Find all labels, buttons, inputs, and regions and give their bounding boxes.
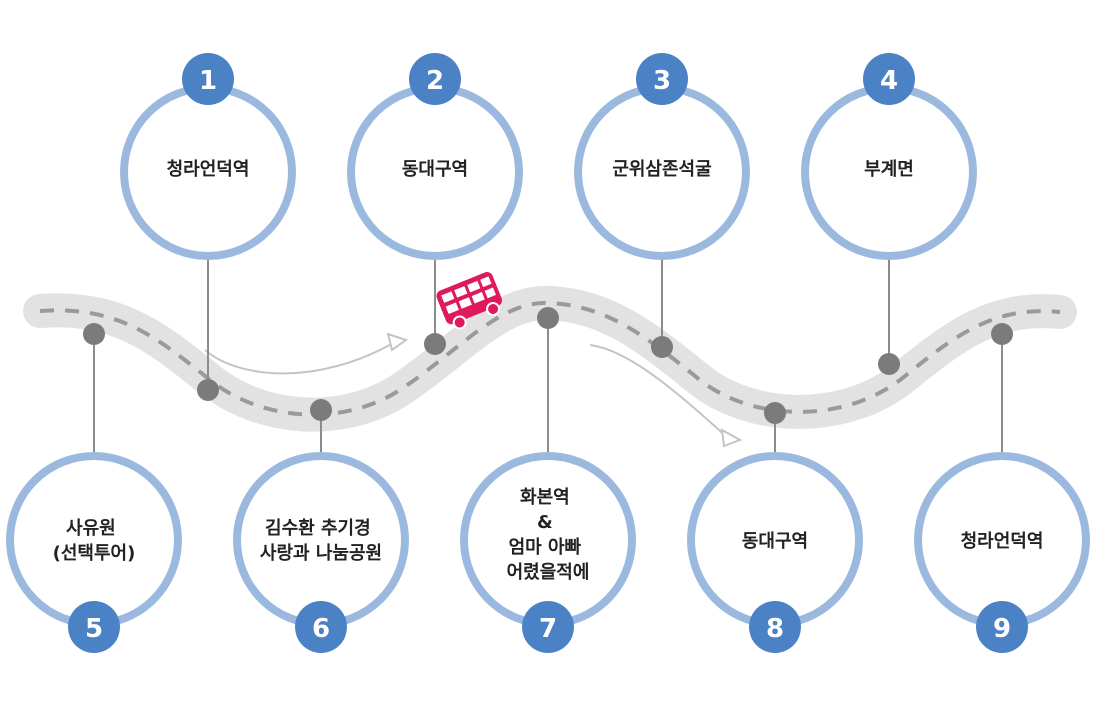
stop-8: 동대구역 8	[687, 452, 863, 653]
bus-icon	[436, 272, 502, 330]
arrow-icon	[589, 344, 729, 439]
step-number: 8	[766, 614, 784, 644]
stop-label-line: 사랑과 나눔공원	[260, 543, 382, 564]
road-marker	[197, 379, 219, 401]
road-marker	[764, 402, 786, 424]
stop-label-line: (선택투어)	[53, 543, 136, 564]
step-badge	[636, 53, 688, 105]
svg-text:김수환 추기경 사랑과 나눔공원: 김수환 추기경 사랑과 나눔공원	[260, 517, 382, 564]
svg-text:사유원 (선택투어): 사유원 (선택투어)	[53, 518, 136, 564]
road-center-dashes	[39, 300, 1061, 417]
stop-label-line: 사유원	[66, 518, 116, 539]
step-number: 7	[539, 614, 557, 644]
stop-2: 동대구역 2	[347, 53, 523, 260]
stop-9: 청라언덕역 9	[914, 452, 1090, 653]
stop-5: 사유원 (선택투어) 5	[6, 452, 182, 653]
step-badge	[409, 53, 461, 105]
road-marker	[537, 307, 559, 329]
arrow-icon	[386, 332, 409, 352]
step-number: 6	[312, 614, 330, 644]
stop-label-line: 청라언덕역	[961, 531, 1044, 552]
road-marker	[651, 336, 673, 358]
stop-label-line: 동대구역	[742, 531, 808, 552]
road-marker	[83, 323, 105, 345]
svg-text:동대구역: 동대구역	[402, 159, 468, 180]
svg-text:동대구역: 동대구역	[742, 531, 808, 552]
step-badge	[295, 601, 347, 653]
stop-label-line: 엄마 아빠	[509, 537, 582, 558]
svg-text:부계면: 부계면	[864, 159, 914, 180]
stop-label-line: &	[537, 512, 553, 533]
stop-label-line: 부계면	[864, 159, 914, 180]
svg-text:군위삼존석굴: 군위삼존석굴	[612, 159, 711, 180]
step-number: 9	[993, 614, 1011, 644]
road-marker	[991, 323, 1013, 345]
stop-4: 부계면 4	[801, 53, 977, 260]
step-number: 3	[653, 66, 671, 96]
step-badge	[863, 53, 915, 105]
arrow-icon	[720, 428, 743, 448]
svg-text:화본역 & 엄마 아빠: 화본역 & 엄마 아빠 어렸을적에	[507, 487, 590, 583]
road-marker	[424, 333, 446, 355]
step-badge	[522, 601, 574, 653]
step-number: 4	[880, 66, 898, 96]
stop-label-line: 김수환 추기경	[265, 517, 371, 539]
direction-arrows	[204, 332, 743, 448]
stop-1: 청라언덕역 1	[120, 53, 296, 260]
stop-label-line: 군위삼존석굴	[612, 159, 711, 180]
stop-label-line: 청라언덕역	[167, 159, 250, 180]
step-badge	[749, 601, 801, 653]
stop-label-line: 동대구역	[402, 159, 468, 180]
stop-7: 화본역 & 엄마 아빠 어렸을적에 7	[460, 452, 636, 653]
road-markers	[83, 307, 1013, 424]
stop-3: 군위삼존석굴 3	[574, 53, 750, 260]
stop-6: 김수환 추기경 사랑과 나눔공원 6	[233, 452, 409, 653]
road-marker	[310, 399, 332, 421]
step-badge	[68, 601, 120, 653]
arrow-icon	[204, 341, 396, 375]
svg-text:청라언덕역: 청라언덕역	[167, 159, 250, 180]
road-marker	[878, 353, 900, 375]
step-number: 2	[426, 66, 444, 96]
step-number: 5	[85, 614, 103, 644]
stop-label-line: 어렸을적에	[507, 562, 590, 583]
step-badge	[182, 53, 234, 105]
step-number: 1	[199, 66, 217, 96]
stop-label-line: 화본역	[520, 487, 570, 508]
step-badge	[976, 601, 1028, 653]
svg-text:청라언덕역: 청라언덕역	[961, 531, 1044, 552]
